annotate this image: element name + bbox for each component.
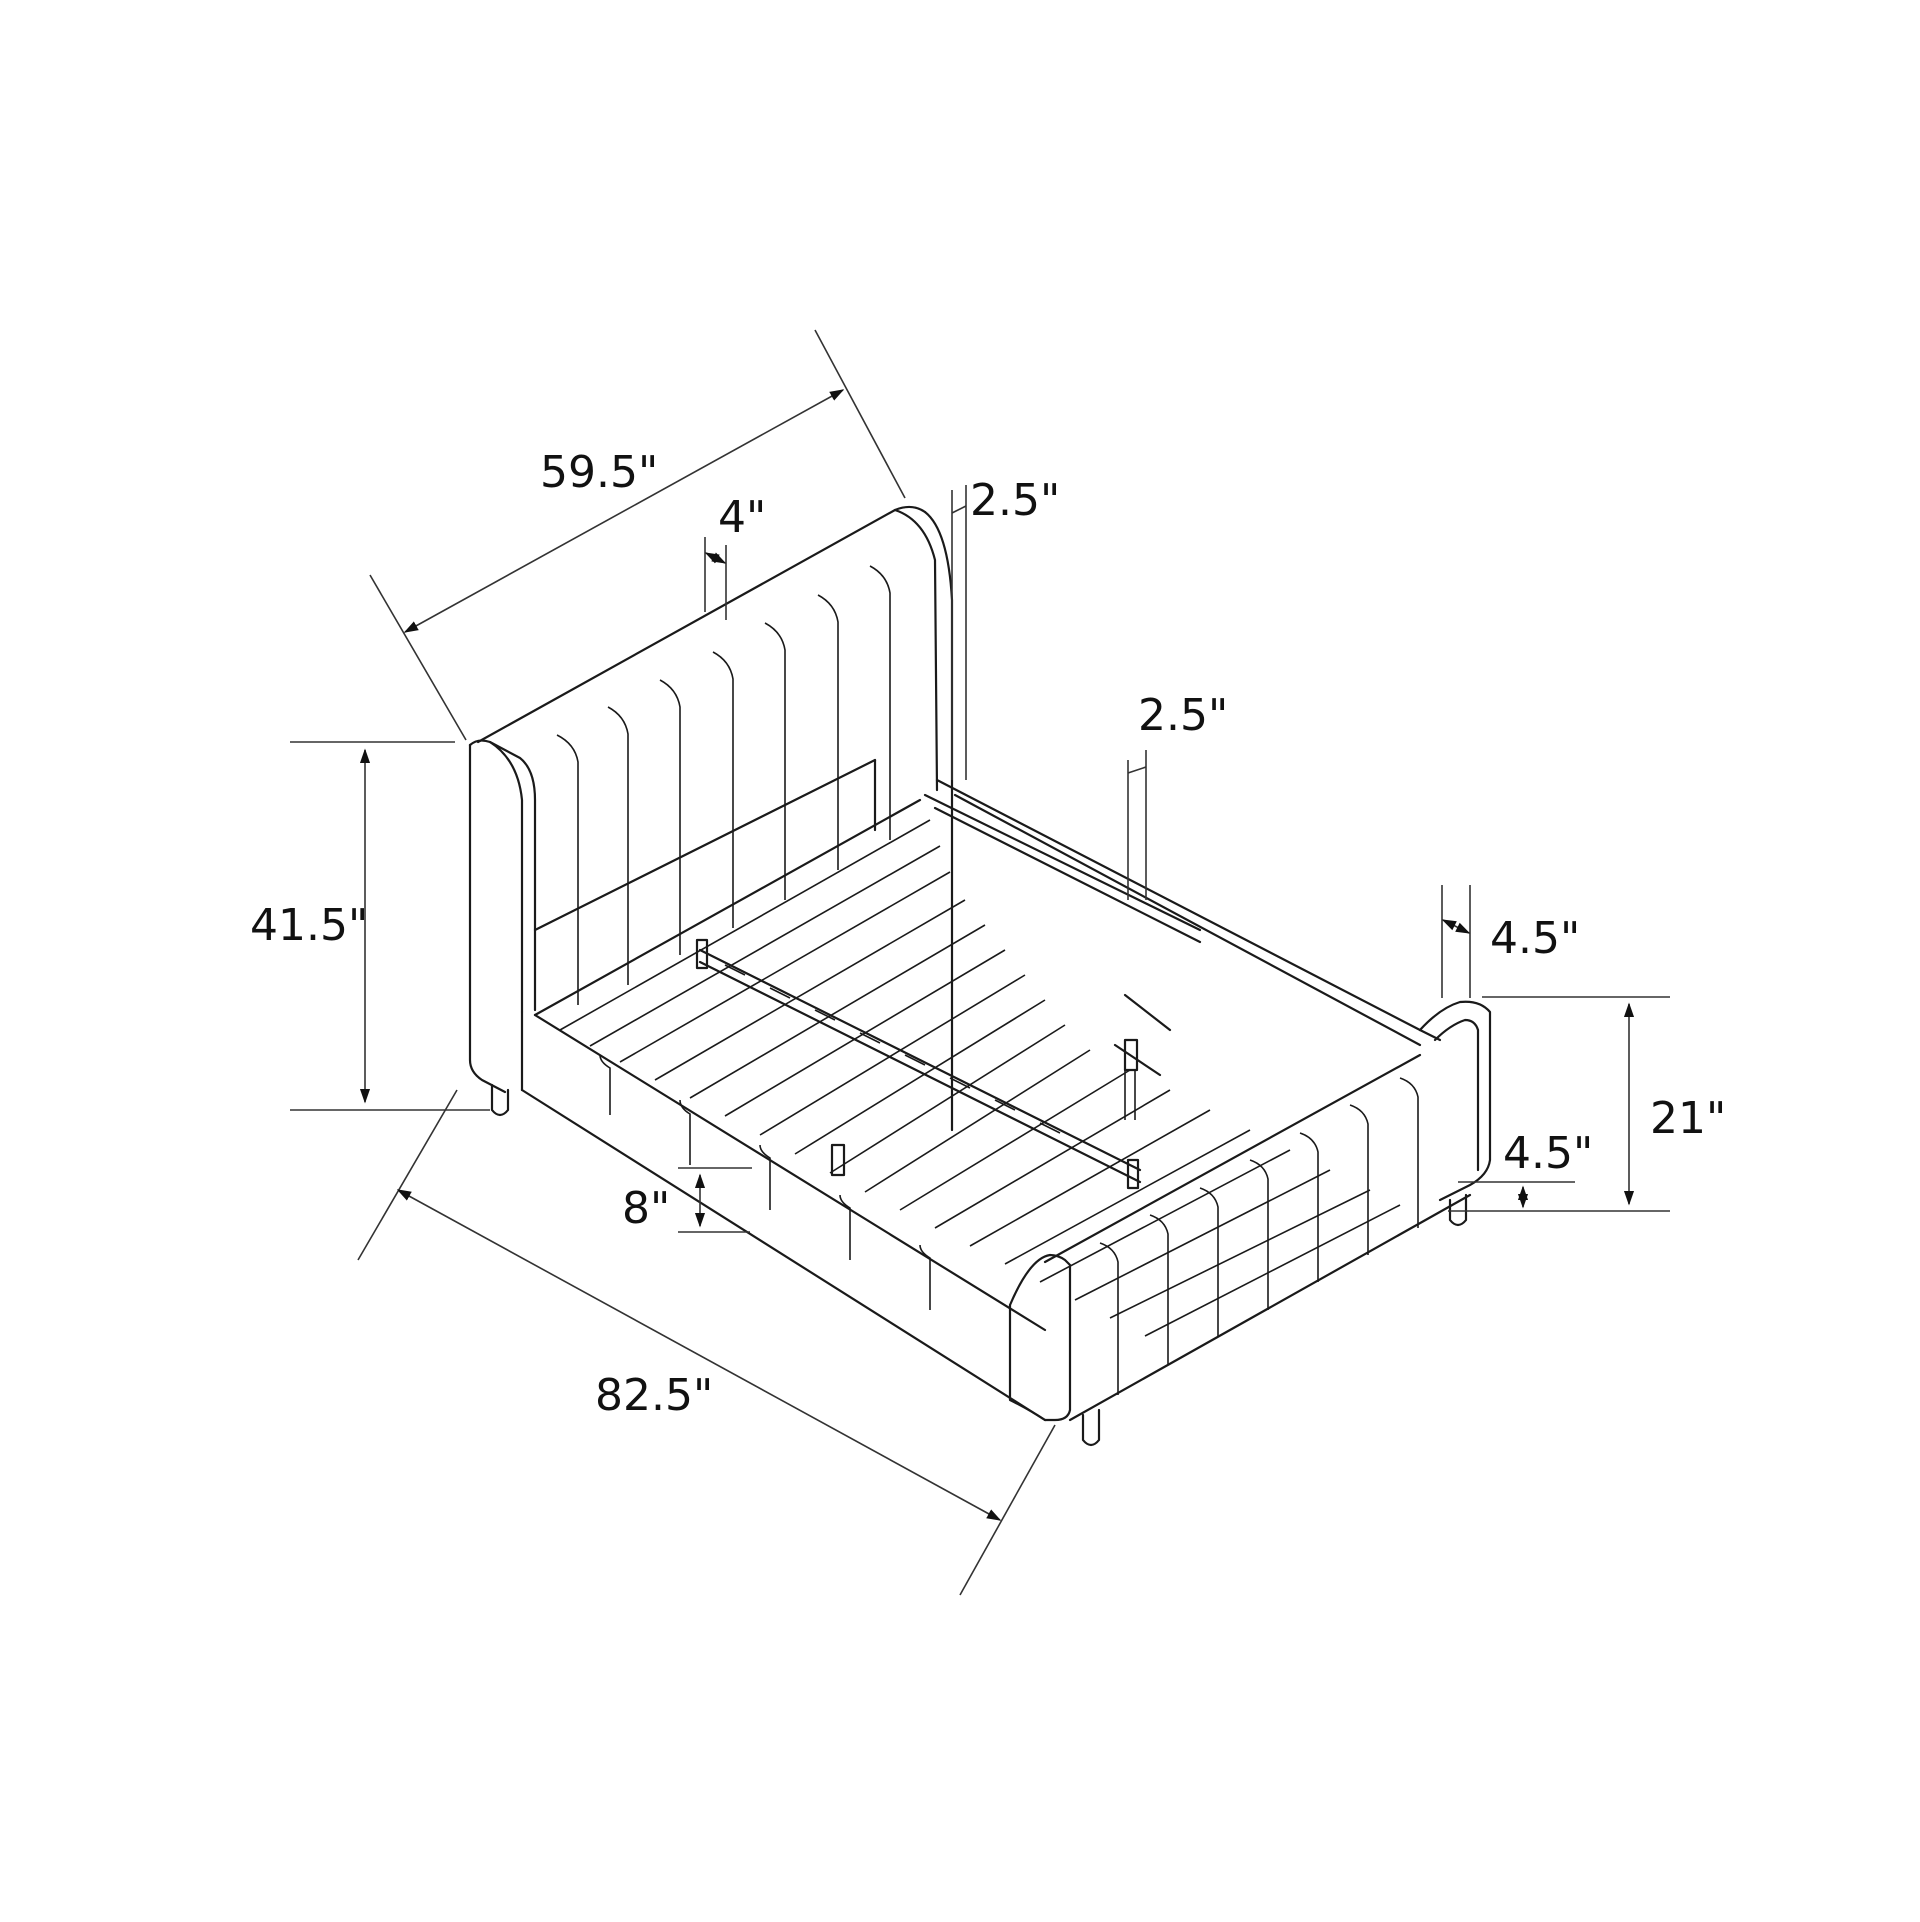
legs	[490, 1083, 1468, 1447]
label-headboard-height: 41.5"	[250, 900, 368, 951]
label-footboard-height: 21"	[1650, 1093, 1726, 1144]
far-side-rail	[935, 778, 1442, 1047]
label-leg-height: 4.5"	[1503, 1128, 1593, 1179]
footboard	[1008, 1000, 1492, 1422]
dimension-lines	[290, 329, 1670, 1596]
slat-base	[533, 793, 1401, 1337]
label-footboard-depth: 4.5"	[1490, 913, 1580, 964]
label-side-rail-height: 8"	[622, 1183, 670, 1234]
label-headboard-depth: 2.5"	[970, 475, 1060, 526]
headboard	[468, 505, 954, 1132]
near-side-rail	[520, 1010, 1047, 1422]
label-side-rail-thickness: 2.5"	[1138, 690, 1228, 741]
label-overall-length: 82.5"	[595, 1370, 713, 1421]
label-overall-width: 59.5"	[540, 447, 658, 498]
label-channel-width: 4"	[718, 492, 766, 543]
dimension-labels: 59.5" 4" 2.5" 2.5" 41.5" 4.5" 21" 4.5" 8…	[250, 447, 1726, 1421]
bed-drawing	[468, 505, 1492, 1447]
